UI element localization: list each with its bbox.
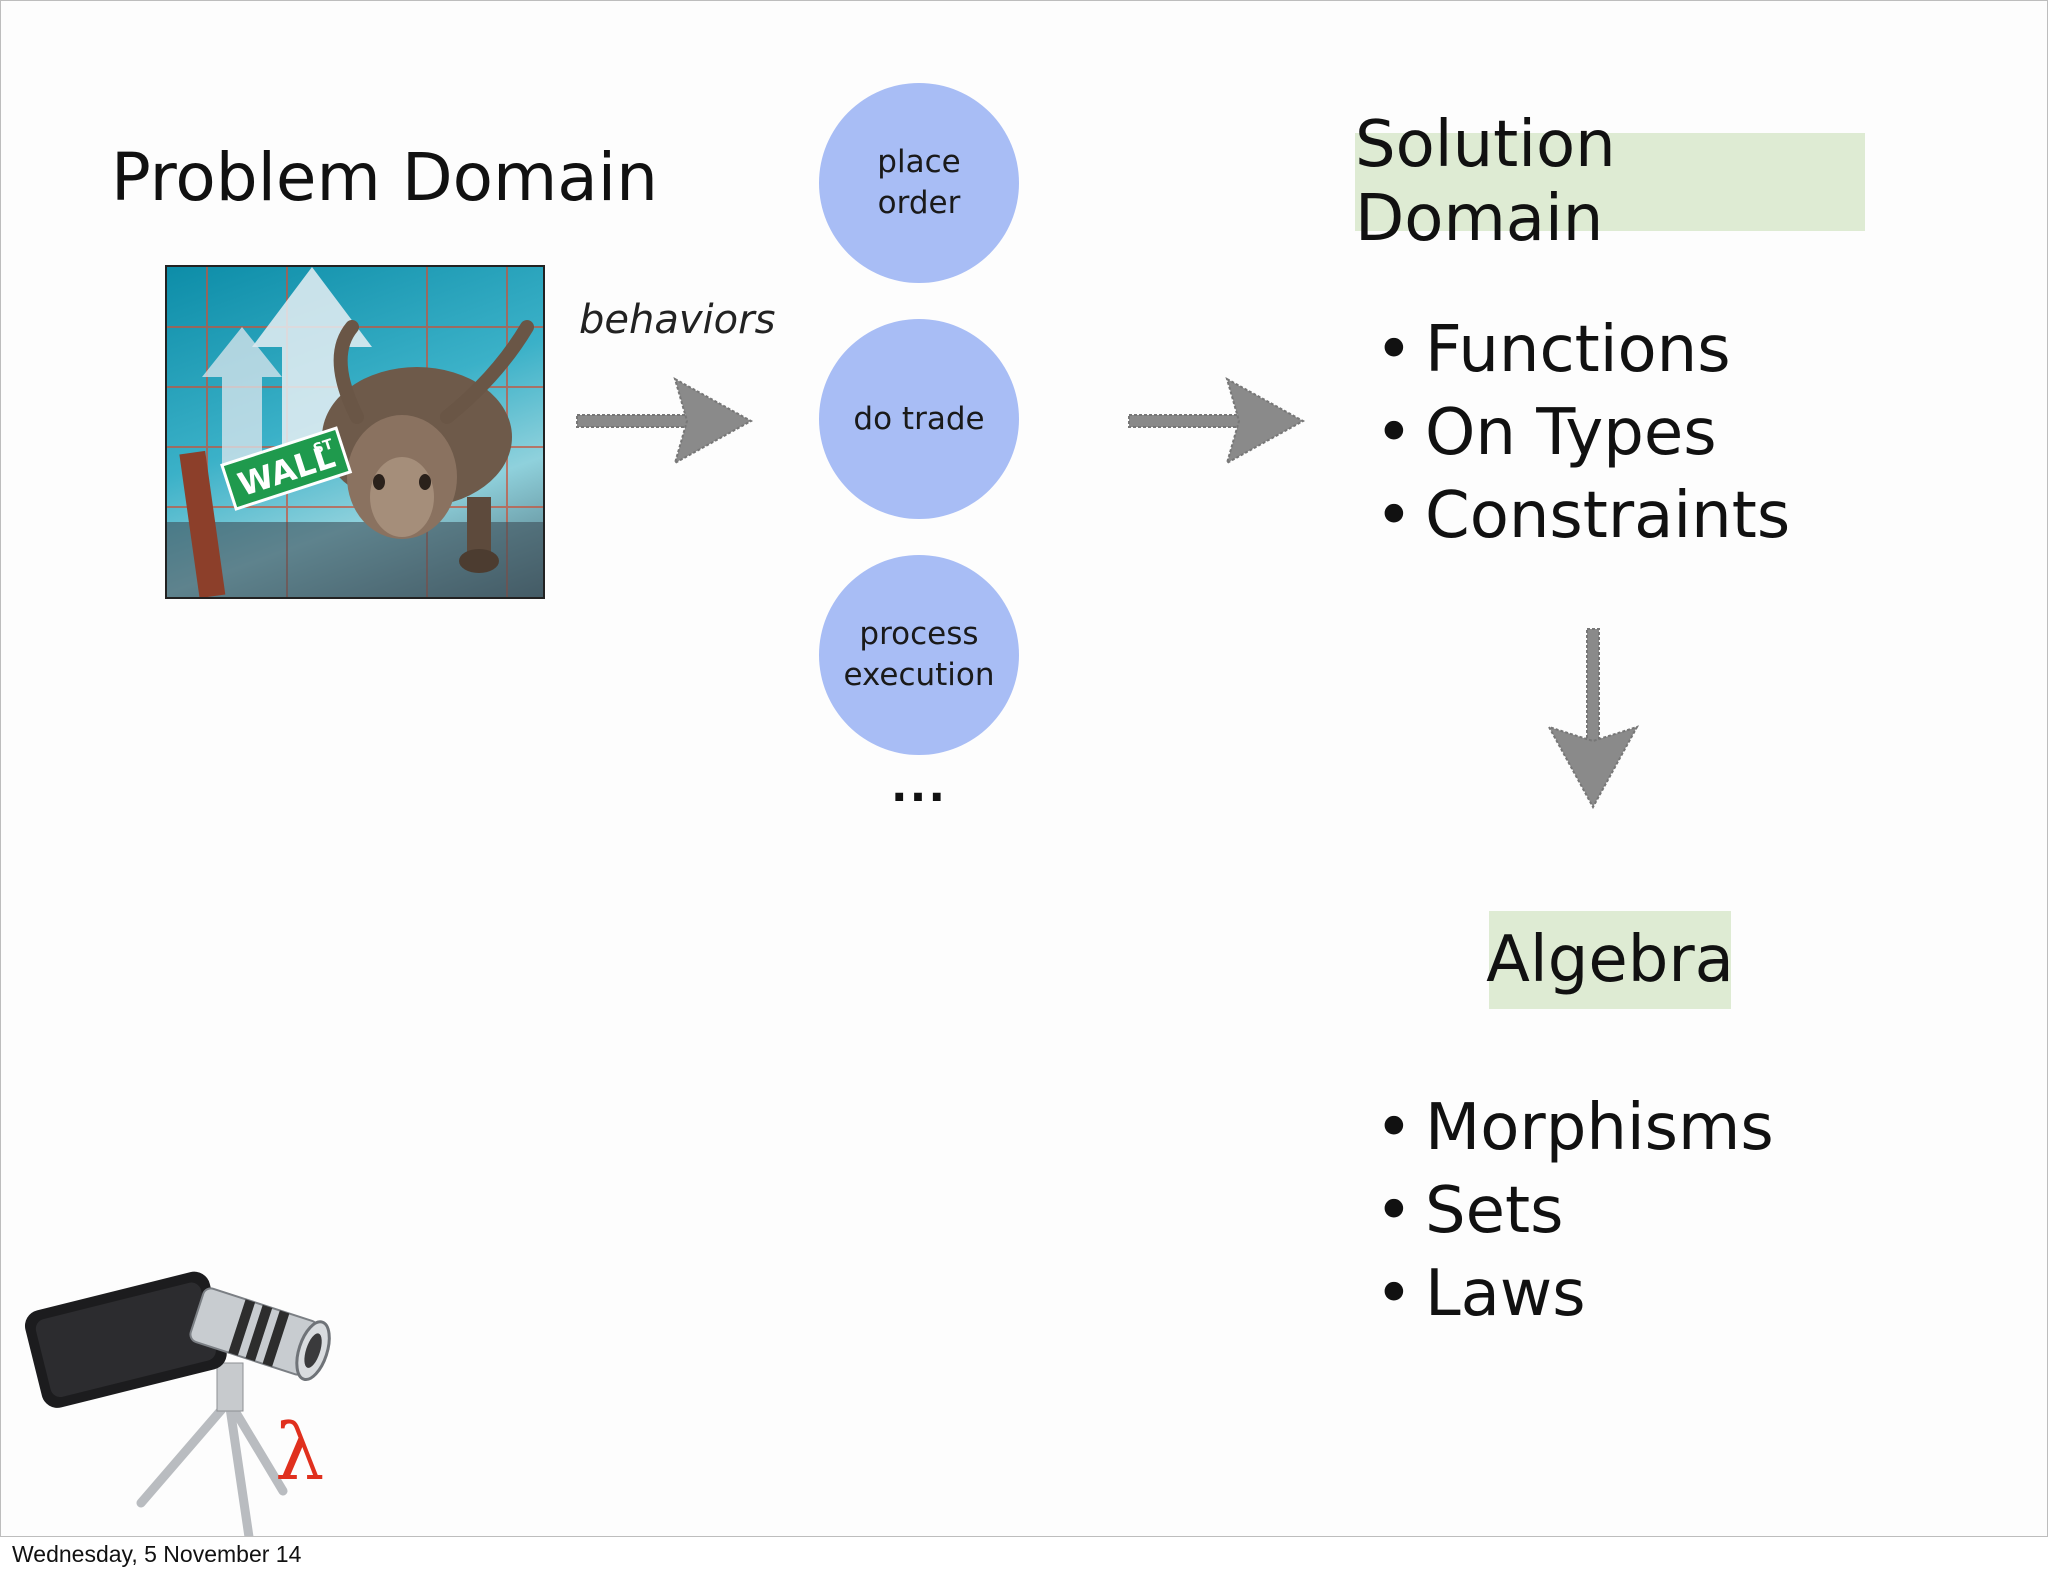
right-arrow-icon	[1128, 376, 1306, 466]
sign-sup-text: ST	[311, 436, 335, 457]
bullet-icon: •	[1375, 479, 1413, 553]
solution-domain-title: Solution Domain	[1355, 108, 1865, 256]
behaviors-label: behaviors	[579, 297, 776, 343]
behavior-circle-do-trade: do trade	[819, 319, 1019, 519]
footer-date: Wednesday, 5 November 14	[12, 1541, 302, 1567]
solution-item-label: Constraints	[1425, 479, 1791, 553]
solution-item-label: Functions	[1425, 313, 1731, 387]
right-arrow-icon	[576, 376, 754, 466]
solution-list-item: •Functions	[1375, 309, 1790, 392]
solution-list-item: •On Types	[1375, 392, 1790, 475]
bullet-icon: •	[1375, 1174, 1413, 1248]
solution-list: •Functions •On Types •Constraints	[1375, 309, 1790, 558]
slide: Problem Domain	[0, 0, 2048, 1537]
problem-domain-title: Problem Domain	[111, 139, 658, 216]
algebra-title: Algebra	[1486, 911, 1734, 1009]
algebra-item-label: Sets	[1425, 1174, 1564, 1248]
bullet-icon: •	[1375, 396, 1413, 470]
algebra-item-label: Laws	[1425, 1257, 1586, 1331]
bullet-icon: •	[1375, 313, 1413, 387]
lambda-symbol: λ	[275, 1408, 324, 1498]
algebra-list-item: •Morphisms	[1375, 1087, 1774, 1170]
behavior-circle-process-execution: process execution	[819, 555, 1019, 755]
bullet-icon: •	[1375, 1257, 1413, 1331]
more-behaviors-ellipsis: ...	[890, 761, 948, 812]
bullet-icon: •	[1375, 1091, 1413, 1165]
behavior-circle-place-order: place order	[819, 83, 1019, 283]
behavior-label: process execution	[843, 616, 995, 693]
algebra-list: •Morphisms •Sets •Laws	[1375, 1087, 1774, 1336]
behavior-label: do trade	[853, 400, 985, 437]
solution-item-label: On Types	[1425, 396, 1717, 470]
solution-list-item: •Constraints	[1375, 475, 1790, 558]
wall-street-bull-image: WALL ST	[165, 265, 545, 599]
algebra-list-item: •Laws	[1375, 1253, 1774, 1336]
algebra-item-label: Morphisms	[1425, 1091, 1774, 1165]
phone-telescope-logo-icon: λ	[24, 1271, 331, 1536]
down-arrow-icon	[1546, 628, 1640, 810]
algebra-list-item: •Sets	[1375, 1170, 1774, 1253]
behavior-label: place order	[877, 144, 961, 221]
